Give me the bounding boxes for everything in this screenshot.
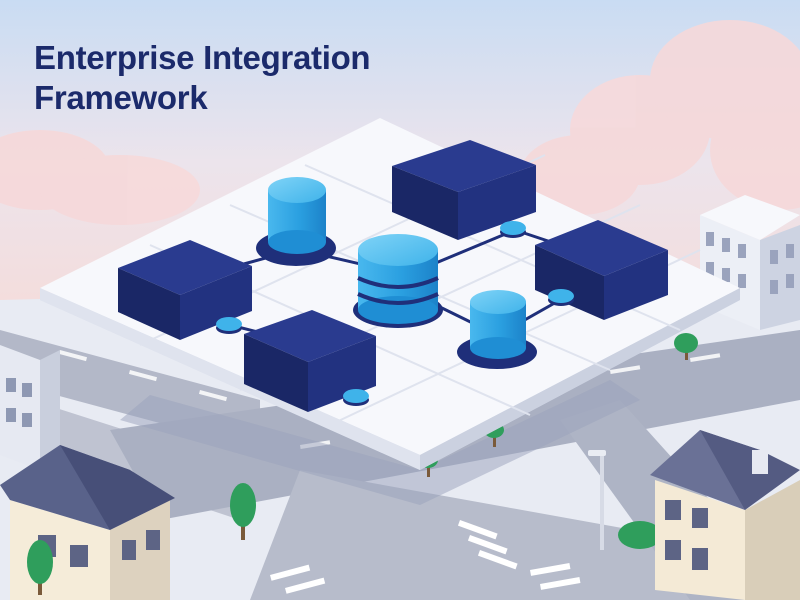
database-cylinder-top — [256, 177, 336, 266]
database-cylinder-center — [353, 234, 443, 328]
trees — [27, 333, 698, 595]
clouds — [0, 20, 800, 225]
house-right — [650, 430, 800, 600]
connector-node — [500, 221, 526, 238]
connector-node — [216, 317, 242, 334]
connector-nodes — [216, 221, 574, 406]
street-lamp — [588, 450, 606, 550]
server-block-top-right — [392, 140, 536, 240]
database-cylinder-right — [457, 290, 537, 369]
server-block-center — [244, 310, 376, 412]
connector-node — [343, 389, 369, 406]
building-left — [0, 345, 60, 470]
connector-node — [548, 289, 574, 306]
page-title: Enterprise Integration Framework — [34, 39, 371, 116]
server-block-right — [535, 220, 668, 320]
platform-shadow — [120, 380, 640, 505]
server-block-left — [118, 240, 252, 340]
